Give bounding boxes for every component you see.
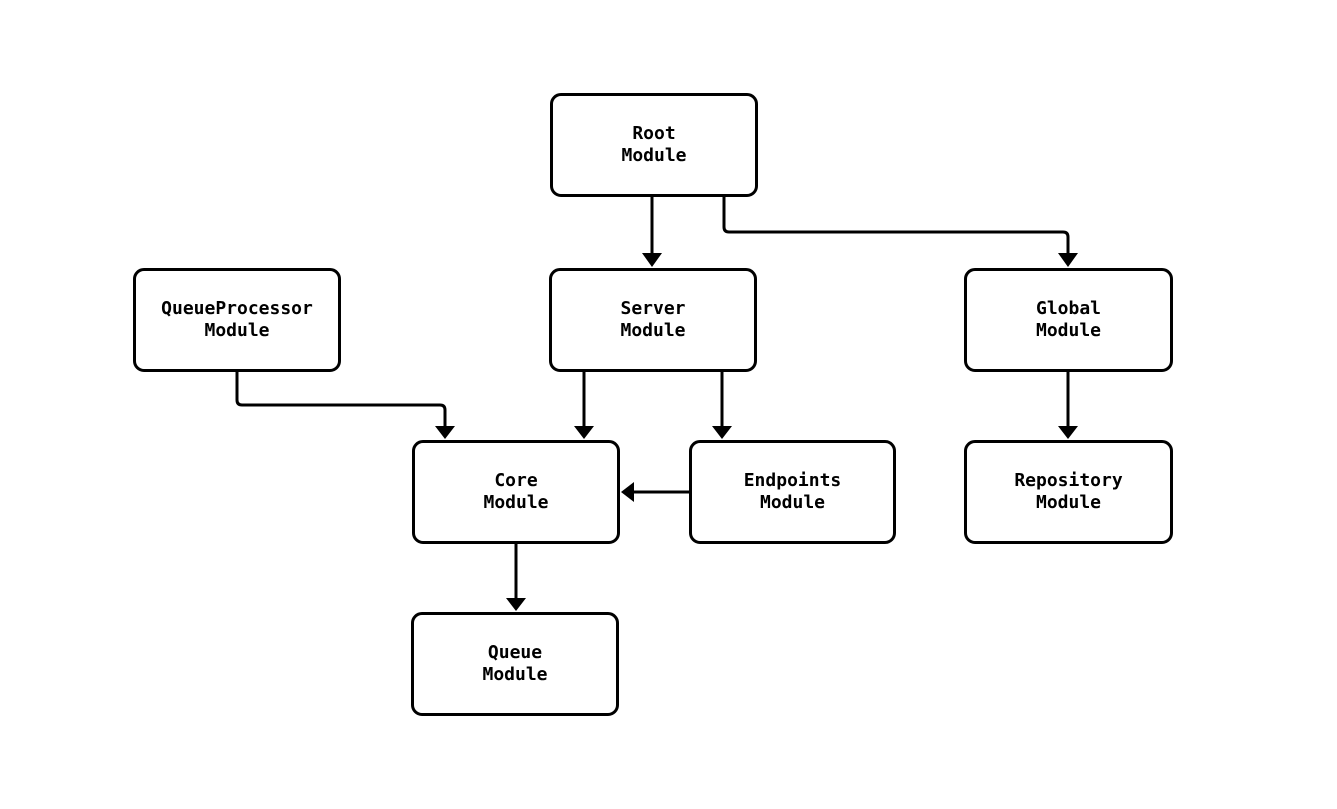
node-label-line1: Global: [1035, 298, 1102, 319]
node-label-line1: Queue: [487, 642, 543, 663]
node-endpoints-module: Endpoints Module: [689, 440, 896, 544]
node-server-module: Server Module: [549, 268, 757, 372]
node-label-line1: Endpoints: [743, 470, 842, 491]
edge-root-to-server: [642, 197, 662, 267]
node-label-line1: Server: [620, 298, 686, 319]
edge-queueprocessor-to-core: [235, 372, 455, 439]
node-label-line1: Core: [494, 470, 538, 491]
node-queueprocessor-module: QueueProcessor Module: [133, 268, 341, 372]
node-label-line2: Module: [483, 492, 549, 513]
edge-server-to-endpoints: [712, 372, 732, 439]
node-label-line1: Repository: [1014, 470, 1123, 491]
node-label-line2: Module: [621, 145, 687, 166]
node-label-line2: Module: [482, 664, 548, 685]
edge-root-to-global: [722, 197, 1078, 267]
node-label-line2: Module: [204, 320, 270, 341]
node-label-line2: Module: [1035, 492, 1102, 513]
edge-server-to-core: [574, 372, 594, 439]
node-global-module: Global Module: [964, 268, 1173, 372]
node-label-line2: Module: [620, 320, 686, 341]
node-label-line1: Root: [632, 123, 676, 144]
node-repository-module: Repository Module: [964, 440, 1173, 544]
node-root-module: Root Module: [550, 93, 758, 197]
edge-global-to-repository: [1058, 372, 1078, 439]
edge-endpoints-to-core: [621, 482, 689, 502]
node-queue-module: Queue Module: [411, 612, 619, 716]
node-core-module: Core Module: [412, 440, 620, 544]
edge-core-to-queue: [506, 544, 526, 611]
node-label-line1: QueueProcessor: [161, 298, 313, 319]
node-label-line2: Module: [759, 492, 826, 513]
node-label-line2: Module: [1035, 320, 1102, 341]
